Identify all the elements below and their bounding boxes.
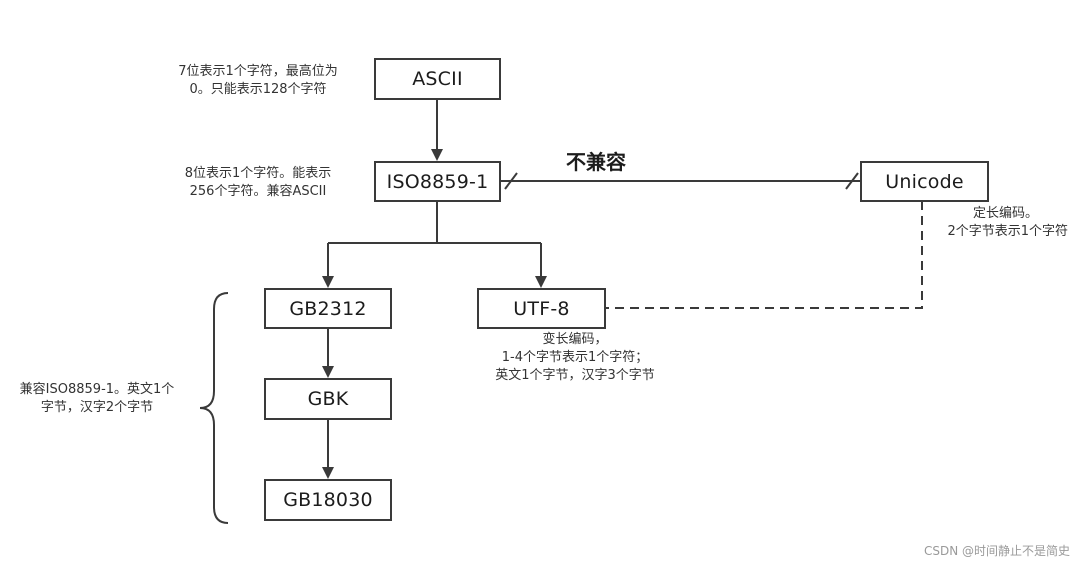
dashed-unicode-to-utf8	[606, 201, 923, 309]
note-gb-family: 兼容ISO8859-1。英文1个 字节，汉字2个字节	[4, 381, 190, 417]
note-gb-family-line-2: 字节，汉字2个字节	[40, 400, 154, 415]
note-iso8859-line-2: 256个字符。兼容ASCII	[189, 184, 327, 199]
note-iso8859-line-1: 8位表示1个字符。能表示	[184, 166, 332, 181]
node-iso8859: ISO8859-1	[374, 161, 501, 202]
node-gb2312: GB2312	[264, 288, 392, 329]
note-unicode-line-2: 2个字节表示1个字符	[947, 224, 1068, 239]
node-utf8-label: UTF-8	[513, 297, 570, 320]
node-ascii: ASCII	[374, 58, 501, 100]
note-utf8-line-3: 英文1个字节，汉字3个字节	[495, 368, 655, 383]
watermark: CSDN @时间静止不是简史	[923, 544, 1070, 558]
note-iso8859: 8位表示1个字符。能表示 256个字符。兼容ASCII	[160, 165, 356, 201]
node-unicode-label: Unicode	[885, 170, 964, 193]
incompatible-tick-right	[845, 172, 859, 190]
note-utf8-line-1: 变长编码，	[542, 332, 608, 347]
note-ascii: 7位表示1个字符，最高位为 0。只能表示128个字符	[160, 63, 356, 99]
incompatible-label: 不兼容	[566, 150, 626, 174]
note-utf8: 变长编码， 1-4个字节表示1个字符； 英文1个字节，汉字3个字节	[470, 331, 680, 385]
note-ascii-line-2: 0。只能表示128个字符	[189, 82, 327, 97]
note-utf8-line-2: 1-4个字节表示1个字符；	[501, 350, 649, 365]
node-utf8: UTF-8	[477, 288, 606, 329]
node-gbk: GBK	[264, 378, 392, 420]
node-gb18030-label: GB18030	[283, 489, 373, 511]
gb-family-brace	[199, 292, 229, 524]
node-gb18030: GB18030	[264, 479, 392, 521]
node-ascii-label: ASCII	[412, 68, 463, 90]
note-ascii-line-1: 7位表示1个字符，最高位为	[178, 64, 338, 79]
incompatible-tick-left	[504, 172, 518, 190]
node-unicode: Unicode	[860, 161, 989, 202]
node-iso8859-label: ISO8859-1	[386, 170, 489, 193]
node-gbk-label: GBK	[307, 388, 349, 410]
node-gb2312-label: GB2312	[289, 297, 367, 320]
note-unicode: 定长编码。 2个字节表示1个字符	[906, 205, 1068, 241]
note-unicode-line-1: 定长编码。	[972, 206, 1038, 221]
note-gb-family-line-1: 兼容ISO8859-1。英文1个	[19, 382, 175, 397]
